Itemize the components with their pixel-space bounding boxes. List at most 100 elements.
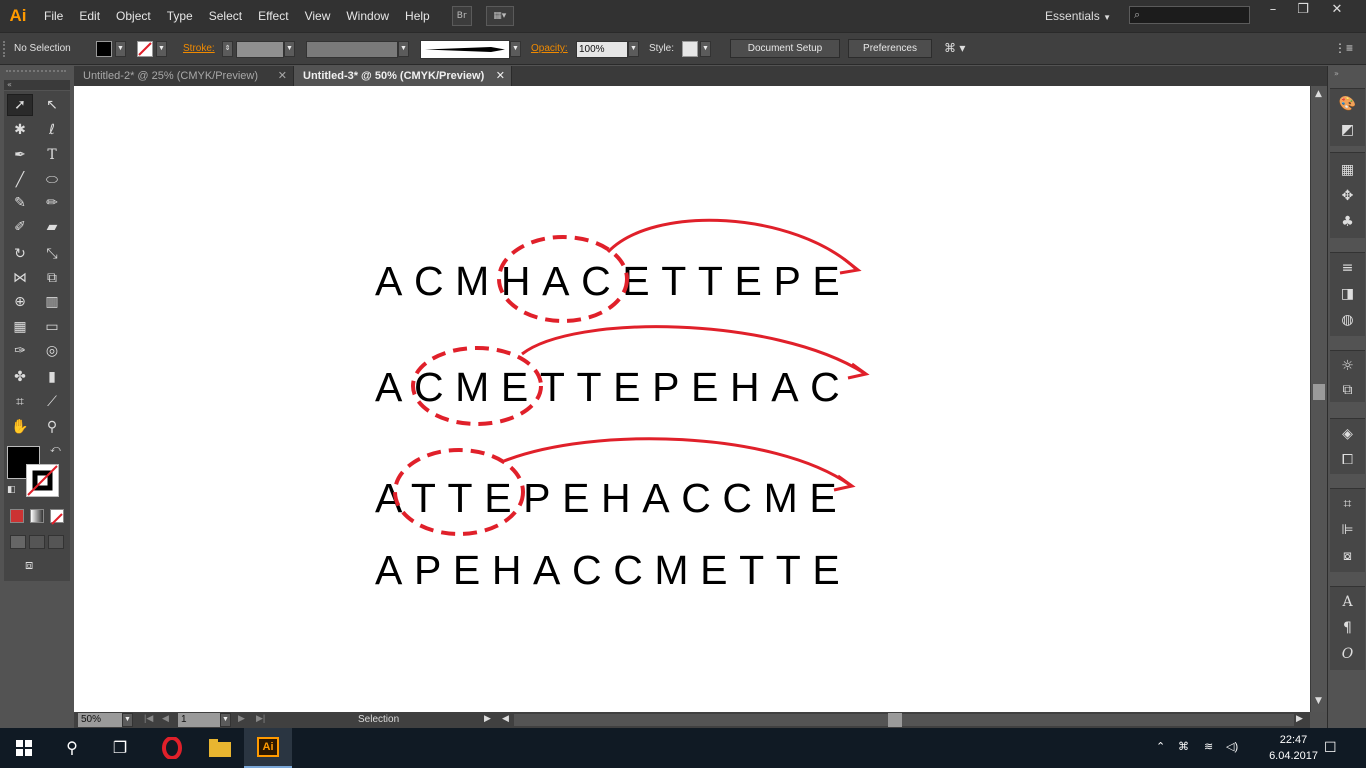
symbol-sprayer-tool-icon[interactable]: ✤	[14, 369, 26, 385]
status-menu-icon[interactable]: ▶	[484, 713, 491, 723]
curved-arrow-1[interactable]	[606, 218, 858, 271]
curved-arrow-3[interactable]	[503, 437, 851, 487]
free-transform-tool-icon[interactable]: ⧉	[47, 270, 57, 286]
minimize-button[interactable]: –	[1269, 2, 1277, 17]
scroll-up-icon[interactable]: ▲	[1315, 89, 1322, 99]
last-artboard-icon[interactable]: ▶|	[256, 713, 266, 723]
workspace-switcher[interactable]: Essentials ▼	[1045, 0, 1111, 32]
menu-object[interactable]: Object	[116, 9, 151, 23]
menu-view[interactable]: View	[304, 9, 331, 23]
character-icon[interactable]: A	[1342, 594, 1353, 610]
menu-help[interactable]: Help	[405, 9, 430, 23]
tab-untitled-2[interactable]: Untitled-2* @ 25% (CMYK/Preview) ✕	[74, 66, 294, 86]
stroke-color-box[interactable]	[26, 464, 59, 497]
menu-effect[interactable]: Effect	[258, 9, 289, 23]
action-center-icon[interactable]: ☐	[1324, 739, 1337, 755]
pathfinder-icon[interactable]: ⧇	[1343, 548, 1352, 564]
tab-untitled-3[interactable]: Untitled-3* @ 50% (CMYK/Preview) ✕	[294, 66, 512, 86]
layers-icon[interactable]: ◈	[1342, 426, 1353, 442]
opacity-dropdown[interactable]: ▼	[628, 41, 639, 57]
stroke-weight-field[interactable]	[236, 41, 284, 58]
vertical-scrollbar[interactable]: ▲ ▼	[1310, 86, 1327, 712]
menu-edit[interactable]: Edit	[79, 9, 101, 23]
scroll-left-icon[interactable]: ◀	[502, 713, 509, 723]
close-icon[interactable]: ✕	[495, 70, 505, 82]
graphic-styles-icon[interactable]: ⧉	[1342, 382, 1353, 398]
graphic-style-dropdown[interactable]: ▼	[700, 41, 711, 57]
scroll-down-icon[interactable]: ▼	[1315, 696, 1322, 706]
artboard-canvas[interactable]: ACMHACETTEPE ACMETTEPEHAC ATTEPEHACCME A…	[74, 86, 1310, 712]
show-hidden-icons-icon[interactable]: ⌃	[1156, 741, 1166, 753]
preferences-button[interactable]: Preferences	[848, 39, 932, 58]
screen-mode-icon[interactable]: ⧈	[25, 558, 34, 573]
zoom-field[interactable]: 50%	[78, 713, 122, 727]
fill-swatch[interactable]	[96, 41, 112, 57]
blob-brush-tool-icon[interactable]: ✐	[14, 219, 26, 235]
close-icon[interactable]: ✕	[277, 70, 287, 82]
file-explorer-icon[interactable]	[196, 728, 244, 768]
gradient-panel-icon[interactable]: ◨	[1340, 286, 1355, 302]
artboards-icon[interactable]: ⧠	[1341, 452, 1354, 468]
artboard-tool-icon[interactable]: ⌗	[16, 394, 24, 410]
letter-row-3[interactable]: ATTEPEHACCME	[375, 475, 849, 521]
dashed-ellipse-3[interactable]	[393, 448, 525, 536]
pencil-tool-icon[interactable]: ✏	[46, 195, 58, 211]
gradient-tool-icon[interactable]: ▭	[45, 319, 59, 335]
stroke-weight-dropdown[interactable]: ▼	[284, 41, 295, 57]
selection-tool-icon[interactable]: ➚	[7, 94, 33, 116]
column-graph-tool-icon[interactable]: ▮	[48, 369, 56, 385]
menu-select[interactable]: Select	[208, 9, 243, 23]
opacity-label[interactable]: Opacity:	[531, 43, 568, 54]
search-icon[interactable]: ⚲	[66, 740, 78, 757]
rotate-tool-icon[interactable]: ↻	[14, 246, 26, 262]
variable-width-dropdown[interactable]: ▼	[398, 41, 409, 57]
stroke-swatch[interactable]	[137, 41, 153, 57]
start-icon[interactable]	[0, 728, 48, 768]
default-fill-stroke-icon[interactable]: ◧	[7, 485, 16, 495]
panel-menu-icon[interactable]: ⋮≡	[1334, 41, 1354, 55]
network-icon[interactable]: ⌘	[1178, 741, 1189, 753]
brushes-icon[interactable]: ✥	[1341, 188, 1354, 204]
lasso-tool-icon[interactable]: ℓ	[49, 122, 55, 138]
shape-builder-tool-icon[interactable]: ⊕	[14, 294, 26, 310]
stroke-dropdown[interactable]: ▼	[156, 41, 167, 57]
brush-dropdown[interactable]: ▼	[510, 41, 521, 57]
transform-icon[interactable]: ⌗	[1343, 496, 1352, 512]
horizontal-scroll-thumb[interactable]	[888, 713, 902, 727]
scroll-right-icon[interactable]: ▶	[1296, 713, 1303, 723]
line-segment-tool-icon[interactable]: ╱	[15, 172, 25, 188]
width-tool-icon[interactable]: ⋈	[13, 270, 27, 286]
horizontal-scrollbar[interactable]	[514, 714, 1294, 726]
artboard-number-field[interactable]: 1	[178, 713, 220, 727]
panel-grip[interactable]	[6, 70, 66, 76]
bridge-button[interactable]: Br	[451, 6, 472, 26]
transparency-panel-icon[interactable]: ◍	[1341, 312, 1354, 328]
perspective-grid-tool-icon[interactable]: ▥	[45, 294, 59, 310]
eraser-tool-icon[interactable]: ▰	[46, 219, 58, 235]
variable-width-profile[interactable]	[306, 41, 398, 58]
close-window-button[interactable]: ✕	[1331, 2, 1343, 17]
grip-handle[interactable]	[3, 41, 9, 57]
first-artboard-icon[interactable]: |◀	[144, 713, 154, 723]
letter-row-1[interactable]: ACMHACETTEPE	[375, 258, 852, 304]
ellipse-tool-icon[interactable]: ⬭	[46, 172, 58, 188]
opera-icon[interactable]	[148, 728, 196, 768]
opentype-icon[interactable]: O	[1341, 646, 1354, 662]
menu-type[interactable]: Type	[166, 9, 193, 23]
opacity-field[interactable]: 100%	[576, 41, 628, 58]
swatches-icon[interactable]: ▦	[1340, 162, 1355, 178]
expand-panels-icon[interactable]: »	[1334, 69, 1339, 78]
dashed-ellipse-2[interactable]	[411, 346, 543, 426]
stroke-weight-stepper[interactable]: ⇕	[222, 41, 233, 57]
zoom-dropdown[interactable]: ▼	[122, 713, 133, 727]
stroke-panel-icon[interactable]: ≡	[1341, 260, 1354, 276]
select-similar-icon[interactable]: ⌘ ▾	[944, 41, 966, 55]
symbols-icon[interactable]: ♣	[1341, 214, 1354, 230]
brush-definition[interactable]	[420, 40, 510, 59]
hand-tool-icon[interactable]: ✋	[11, 419, 29, 435]
curved-arrow-2[interactable]	[521, 325, 865, 375]
wifi-icon[interactable]: ≋	[1204, 741, 1214, 753]
draw-behind-icon[interactable]	[29, 535, 45, 549]
color-icon[interactable]: ◩	[1340, 122, 1355, 138]
fill-color-box[interactable]	[7, 446, 40, 479]
